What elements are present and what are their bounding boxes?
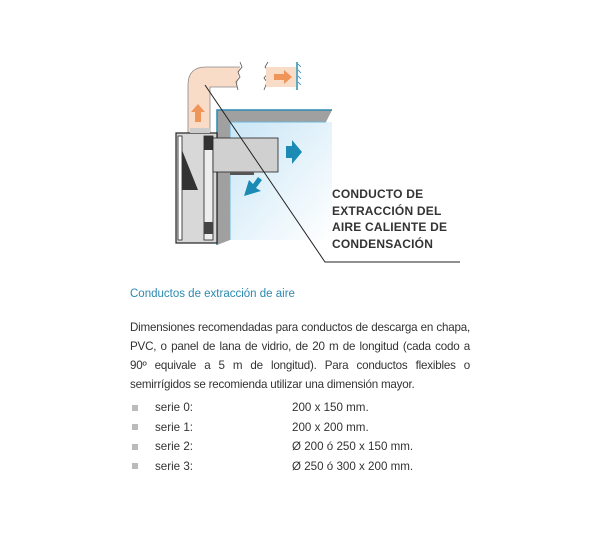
extraction-duct-diagram xyxy=(175,61,460,263)
item-value: 200 x 150 mm. xyxy=(292,401,369,414)
bullet-icon xyxy=(132,424,138,431)
bullet-icon xyxy=(132,463,138,470)
item-label: serie 1: xyxy=(155,420,194,434)
item-value: Ø 250 ó 300 x 200 mm. xyxy=(292,459,414,473)
callout-line: CONDUCTO DE xyxy=(332,187,424,201)
callout-line: AIRE CALIENTE DE xyxy=(332,220,448,234)
list-item: serie 0: 200 x 150 mm. xyxy=(130,398,470,418)
unit-duct xyxy=(212,137,279,173)
bullet-icon xyxy=(132,404,138,411)
arrow-up-icon xyxy=(191,104,205,122)
air-conditioning-unit xyxy=(175,128,218,244)
callout-line: CONDENSACIÓN xyxy=(332,236,434,251)
item-label: serie 3: xyxy=(155,459,194,473)
text-column: Conductos de extracción de aire Dimensio… xyxy=(130,286,470,476)
callout-leader-line xyxy=(204,84,460,263)
callout-label: CONDUCTO DE EXTRACCIÓN DEL AIRE CALIENTE… xyxy=(332,186,447,252)
section-title: Conductos de extracción de aire xyxy=(130,288,295,300)
air-out-arrow-icon xyxy=(286,140,302,164)
arrow-right-icon xyxy=(274,70,292,84)
callout-line: EXTRACCIÓN DEL xyxy=(332,203,442,218)
air-in-arrow-icon xyxy=(244,177,262,196)
section-paragraph: Dimensiones recomendadas para conductos … xyxy=(130,321,470,391)
list-item: serie 3: Ø 250 ó 300 x 200 mm. xyxy=(130,457,470,477)
dimension-list: serie 0: 200 x 150 mm. serie 1: 200 x 20… xyxy=(130,398,470,476)
item-label: serie 2: xyxy=(155,440,194,453)
list-item: serie 2: Ø 200 ó 250 x 150 mm. xyxy=(130,437,470,457)
item-value: 200 x 200 mm. xyxy=(292,420,369,434)
item-label: serie 0: xyxy=(155,401,194,414)
bullet-icon xyxy=(132,443,138,450)
list-item: serie 1: 200 x 200 mm. xyxy=(130,418,470,438)
item-value: Ø 200 ó 250 x 150 mm. xyxy=(292,440,414,453)
